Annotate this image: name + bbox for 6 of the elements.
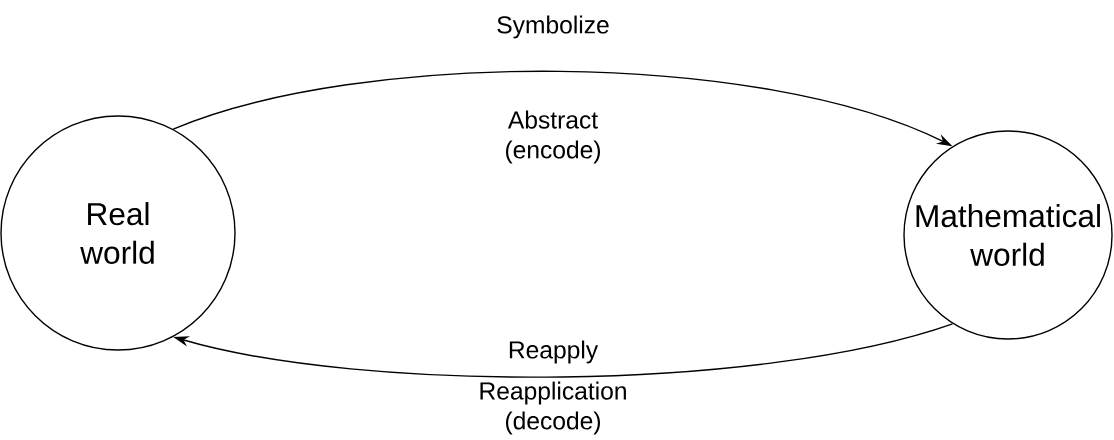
- circle-node: Mathematical world: [903, 130, 1113, 340]
- edge-label: Reapply: [504, 337, 602, 367]
- text-label: Reapplication (decode): [480, 381, 626, 435]
- text-label: Abstract (encode): [505, 110, 600, 164]
- circle-node: Real world: [0, 115, 236, 351]
- edge-label: Symbolize: [492, 12, 614, 42]
